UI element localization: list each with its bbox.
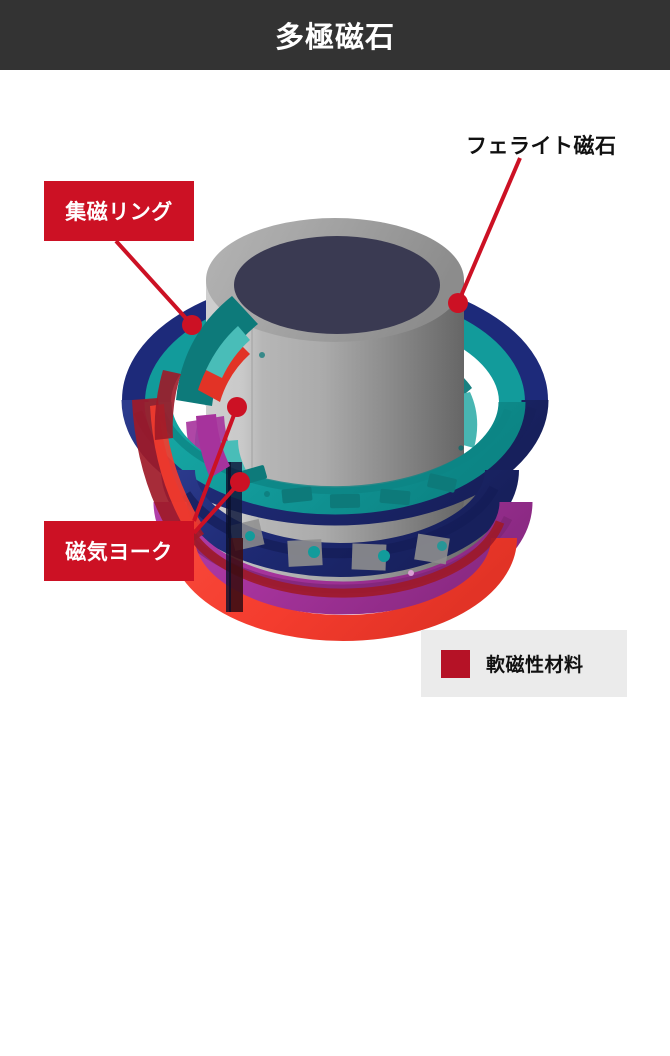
interior-detail-left bbox=[196, 326, 250, 478]
callout-collector-ring-label: 集磁リング bbox=[65, 200, 173, 224]
callout-collector-ring[interactable]: 集磁リング bbox=[44, 181, 194, 241]
leader-dot-ferrite-magnet bbox=[448, 293, 468, 313]
callout-magnetic-yoke[interactable]: 磁気ヨーク bbox=[44, 521, 194, 581]
callout-ferrite-magnet-label: フェライト磁石 bbox=[466, 134, 617, 158]
page-title: 多極磁石 bbox=[274, 20, 395, 54]
teal-ring-front bbox=[144, 352, 526, 515]
soft-magnetic-red-ring bbox=[169, 520, 517, 641]
page-header: 多極磁石 bbox=[0, 0, 670, 70]
leader-dots bbox=[182, 293, 468, 492]
leader-lines bbox=[114, 157, 522, 535]
leader-dot-yoke-upper bbox=[227, 397, 247, 417]
legend-label-soft-magnetic: 軟磁性材料 bbox=[486, 654, 584, 676]
diagram-illustration bbox=[0, 70, 670, 700]
leader-dot-yoke-lower bbox=[230, 472, 250, 492]
multipole-magnet-svg bbox=[114, 157, 549, 641]
callout-magnetic-yoke-label: 磁気ヨーク bbox=[65, 540, 173, 564]
callout-ferrite-magnet[interactable]: フェライト磁石 bbox=[466, 130, 617, 160]
legend-box: 軟磁性材料 bbox=[421, 630, 627, 697]
legend-swatch-soft-magnetic bbox=[441, 649, 470, 678]
ferrite-magnet-top-face bbox=[234, 236, 440, 334]
leader-dot-collector-ring bbox=[182, 315, 202, 335]
